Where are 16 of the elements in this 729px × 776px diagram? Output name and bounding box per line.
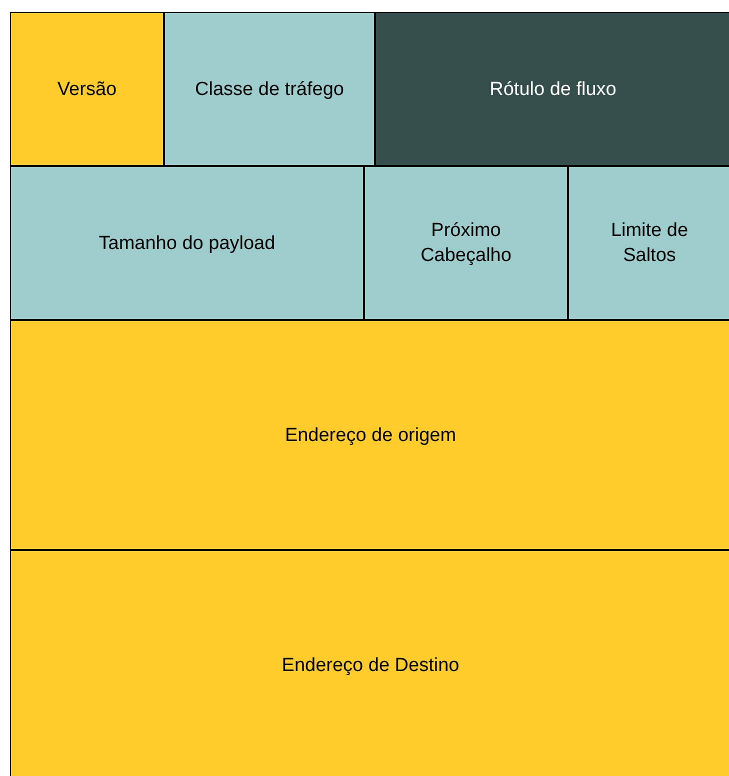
field-label: Próximo Cabeçalho — [420, 219, 512, 268]
field-label: Rótulo de fluxo — [490, 78, 616, 102]
field-box — [164, 12, 375, 166]
field-label: Endereço de Destino — [282, 654, 460, 678]
field-box — [10, 12, 164, 166]
field-label: Tamanho do payload — [98, 232, 276, 256]
field-label: Versão — [57, 78, 117, 102]
field-box — [10, 320, 729, 550]
field-box — [10, 166, 364, 320]
field-label: Classe de tráfego — [195, 78, 344, 102]
field-box — [375, 12, 729, 166]
field-box — [568, 166, 729, 320]
field-box — [364, 166, 568, 320]
field-label: Limite de Saltos — [610, 219, 690, 268]
field-box — [10, 550, 729, 776]
field-label: Endereço de origem — [284, 424, 456, 448]
